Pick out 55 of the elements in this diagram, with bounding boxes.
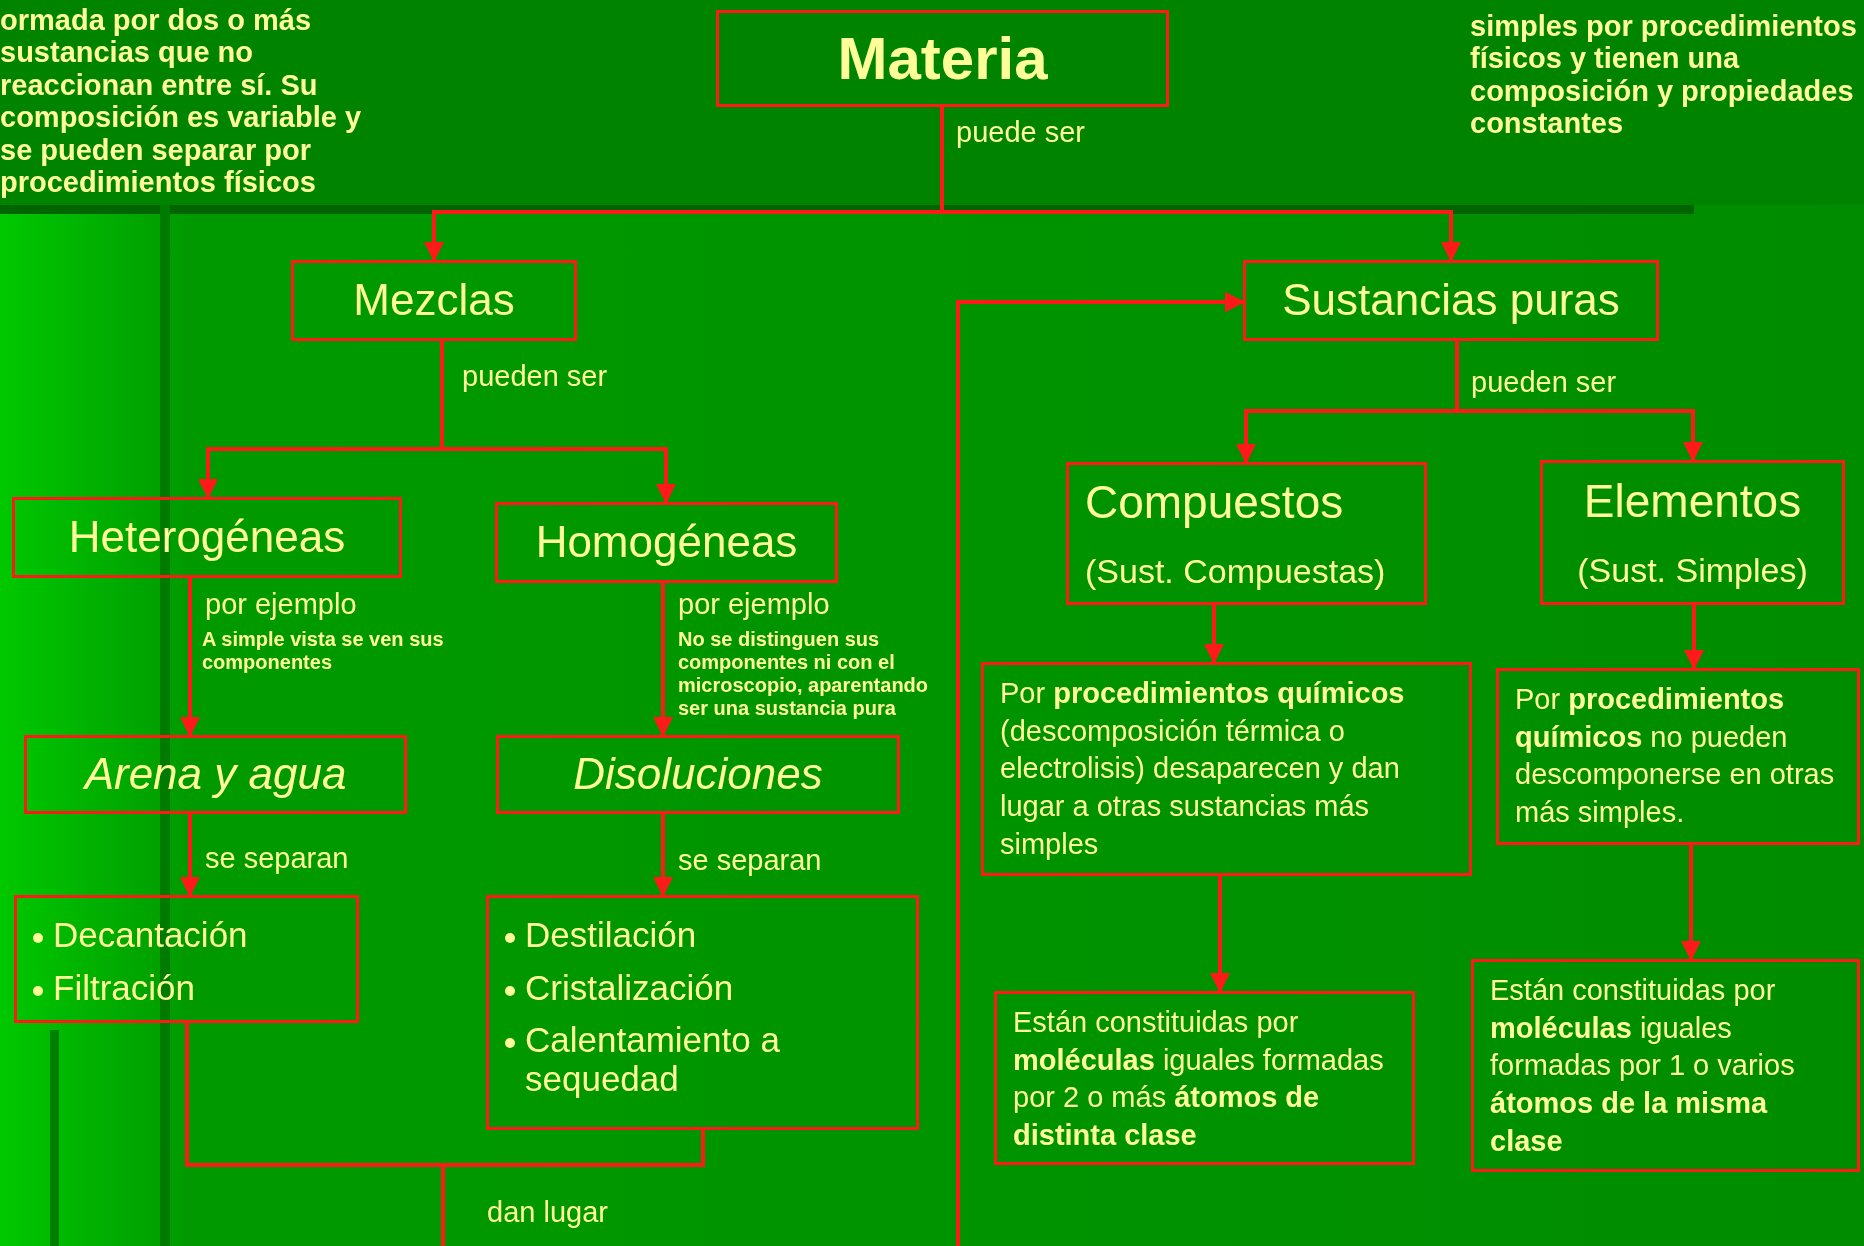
connector-arrow xyxy=(1684,605,1704,670)
description-box xyxy=(981,662,1472,876)
list-item: Destilación xyxy=(525,916,697,955)
edge-label: por ejemplo xyxy=(205,588,357,621)
example-box xyxy=(496,735,900,814)
note-text: A simple vista se ven sus componentes xyxy=(202,628,445,674)
concept-box xyxy=(1243,260,1659,341)
connector-arrow xyxy=(1204,605,1224,664)
edge-label: pueden ser xyxy=(462,360,608,393)
connector-arrow xyxy=(1210,876,1230,993)
edge-label: puede ser xyxy=(956,116,1085,149)
edge-label: dan lugar xyxy=(487,1196,608,1229)
node-text: Compuestos xyxy=(1084,476,1345,530)
note-text: No se distinguen sus componentes ni con el microscopio, aparentando ser una sustancia pura xyxy=(678,628,930,720)
list-item: Cristalización xyxy=(525,968,734,1007)
connector-arrow xyxy=(653,583,673,737)
list-item: Filtración xyxy=(53,968,195,1007)
edge-label: pueden ser xyxy=(1471,366,1617,399)
node-text: Por procedimientos químicos no pueden descomponerse en otras más simples. xyxy=(1515,682,1836,831)
node-text: Disoluciones xyxy=(572,749,824,800)
connector-arrow xyxy=(180,814,200,897)
node-text: Homogéneas xyxy=(534,517,799,568)
definition-note: ormada por dos o más sustancias que no reaccionan entre sí. Su composición es variable y se pueden separar por procedimientos físicos xyxy=(0,4,363,199)
concept-box xyxy=(716,10,1169,107)
node-text: Por procedimientos químicos (descomposición térmica o electrolisis) desaparecen y dan lugar a otras sustancias más simples xyxy=(1000,676,1406,862)
concept-box xyxy=(291,260,577,341)
description-box xyxy=(1471,959,1860,1172)
example-box xyxy=(24,735,407,814)
concept-box xyxy=(12,497,402,578)
node-text: Están constituidas por moléculas iguales formadas por 2 o más átomos de distinta clase xyxy=(1013,1005,1385,1154)
definition-note: simples por procedimientos físicos y tienen una composición y propiedades constantes xyxy=(1470,10,1858,140)
node-text: Arena y agua xyxy=(82,749,348,800)
method-list-box xyxy=(14,895,359,1023)
node-text: Mezclas xyxy=(352,275,516,326)
concept-box xyxy=(1066,462,1427,605)
description-box xyxy=(994,991,1415,1165)
method-list-box xyxy=(486,895,919,1130)
connector-arrow xyxy=(1681,845,1701,961)
description-box xyxy=(1496,668,1860,845)
node-text: Elementos xyxy=(1582,474,1803,528)
node-text: Están constituidas por moléculas iguales formadas por 1 o varios átomos de la misma clase xyxy=(1490,973,1796,1159)
concept-box xyxy=(495,502,838,583)
edge-label: por ejemplo xyxy=(678,588,830,621)
connector-arrow xyxy=(653,814,673,897)
node-text: Sustancias puras xyxy=(1281,275,1621,326)
concept-box xyxy=(1540,460,1845,605)
edge-label: se separan xyxy=(678,844,822,877)
connector-arrow xyxy=(180,578,200,737)
list-item: Decantación xyxy=(53,916,248,955)
list-item: Calentamiento a sequedad xyxy=(525,1021,781,1098)
node-subtext: (Sust. Compuestas) xyxy=(1084,551,1387,591)
node-subtext: (Sust. Simples) xyxy=(1576,551,1809,591)
edge-label: se separan xyxy=(205,842,349,875)
node-text: Materia xyxy=(836,24,1049,93)
node-text: Heterogéneas xyxy=(67,512,347,563)
